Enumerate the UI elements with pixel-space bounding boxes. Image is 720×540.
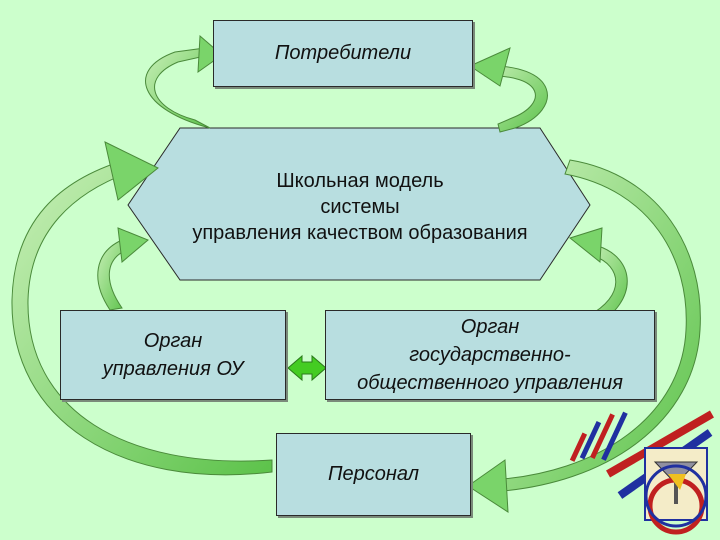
school-model-line2: системы <box>320 196 400 218</box>
arrow-top-left <box>145 34 223 129</box>
organ-gov-line3: общественного управления <box>357 372 623 394</box>
organ-gov-line1: Орган <box>460 316 520 338</box>
organ-ou-line1: Орган <box>143 330 203 352</box>
school-model-hexagon <box>127 127 591 281</box>
school-model-label: Школьная модель системы управления качес… <box>155 168 565 246</box>
staff-box: Персонал <box>276 433 471 516</box>
double-arrow <box>287 354 327 382</box>
organ-gov-box: Орган государственно- общественного упра… <box>325 310 655 400</box>
school-model-line3: управления качеством образования <box>192 222 528 244</box>
arrow-right-loop <box>467 159 701 513</box>
arrow-organ-gov-up <box>568 227 628 327</box>
school-emblem-icon <box>569 410 714 535</box>
consumers-label: Потребители <box>274 42 412 64</box>
organ-ou-box: Орган управления ОУ <box>60 310 286 400</box>
consumers-box: Потребители <box>213 20 473 87</box>
school-model-line1: Школьная модель <box>276 170 444 192</box>
arrow-organ-ou-up <box>97 227 149 311</box>
arrow-top-right <box>468 47 548 133</box>
organ-ou-line2: управления ОУ <box>102 358 244 380</box>
staff-label: Персонал <box>327 463 420 485</box>
organ-gov-line2: государственно- <box>409 344 571 366</box>
arrow-left-loop <box>11 141 273 476</box>
